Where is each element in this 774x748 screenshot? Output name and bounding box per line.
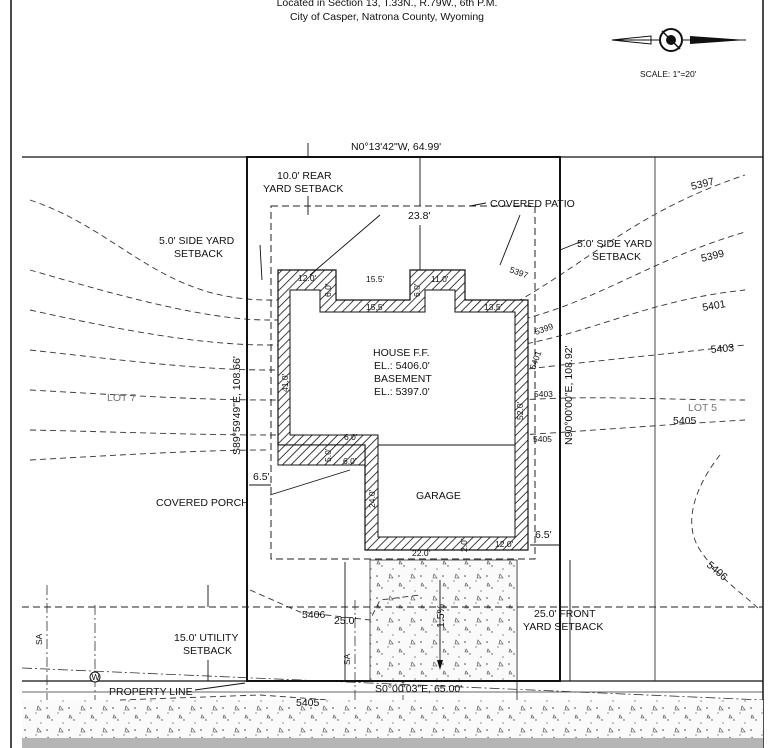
dimension-label: 15.5' (366, 302, 385, 312)
dimension-label: 6.5' (535, 529, 552, 541)
lot-7-label: LOT 7 (107, 392, 136, 404)
bottom-bar (22, 738, 763, 748)
north-arrow-icon (611, 28, 746, 52)
sanitary-line-label: SA (34, 633, 44, 645)
dimension-label: 13.5' (484, 302, 503, 312)
covered-porch-label: COVERED PORCH (156, 497, 249, 509)
dimension-label: 41.0' (280, 373, 290, 392)
dimension-label: 12.0' (495, 539, 514, 549)
covered-patio-label: COVERED PATIO (490, 198, 575, 210)
contour-label: 5397 (690, 176, 716, 193)
contour-label: 5405 (673, 415, 697, 427)
contour-label: 5399 (533, 321, 554, 337)
dimension-label: 23.8' (408, 210, 430, 222)
dimension-label: 24.0' (367, 489, 377, 508)
contour-label: 5399 (700, 248, 726, 265)
dimension-label: 52.0' (515, 401, 525, 420)
house-footprint (277, 269, 529, 551)
scale-label: SCALE: 1"=20' (640, 69, 697, 79)
property-line-label: PROPERTY LINE (109, 686, 193, 698)
contour-label: 5405 (296, 697, 320, 709)
utility-setback-label: 15.0' UTILITY (174, 632, 238, 644)
front-setback-label: 25.0' FRONT (534, 608, 596, 620)
slope-label: 1.5% (435, 604, 447, 628)
dimension-label: 2.0' (459, 538, 469, 552)
dimension-label: 6.0' (412, 283, 422, 297)
header-city: City of Casper, Natrona County, Wyoming (289, 11, 485, 23)
rear-setback-label: YARD SETBACK (263, 183, 343, 195)
contour-label: 5403 (534, 389, 553, 399)
dimension-label: 6.0' (323, 283, 333, 297)
dimension-label: 15.5' (366, 274, 385, 284)
dimension-label: 22.0' (412, 548, 431, 558)
lot-5-label: LOT 5 (688, 402, 717, 414)
header-location: Located in Section 13, T.33N., R.79W., 6… (276, 0, 498, 9)
dimension-label: 12.0' (298, 273, 317, 283)
sanitary-line-label: SA (342, 653, 352, 665)
utility-setback-label: SETBACK (183, 645, 232, 657)
south-boundary-bearing: S0°00'03"E, 65.00' (375, 683, 462, 695)
side-setback-left-label: SETBACK (174, 248, 223, 260)
rear-setback-label: 10.0' REAR (277, 170, 332, 182)
dimension-label: 6.0' (344, 432, 358, 442)
contour-label: 5406 (302, 609, 326, 621)
basement-elevation: EL.: 5397.0' (374, 386, 430, 398)
garage-label: GARAGE (416, 490, 461, 502)
side-setback-right-label: SETBACK (592, 251, 641, 263)
setback-envelope (270, 205, 536, 560)
contour-label: 5401 (701, 298, 726, 314)
dimension-label: 11.0' (431, 274, 449, 284)
west-boundary-bearing: S89°59'49"E, 108.66' (231, 356, 243, 455)
svg-text:W: W (92, 672, 100, 682)
dimension-label: 6.0' (343, 456, 357, 466)
side-setback-right-label: 5.0' SIDE YARD (577, 238, 653, 250)
house-ff-elevation: EL.: 5406.0' (374, 360, 430, 372)
dimension-label: 25.0' (334, 615, 356, 627)
contour-label: 5403 (710, 342, 734, 356)
front-setback-label: YARD SETBACK (523, 621, 603, 633)
basement-label: BASEMENT (374, 373, 432, 385)
water-valve-icon: W (89, 671, 101, 683)
side-setback-left-label: 5.0' SIDE YARD (159, 235, 235, 247)
house-label: HOUSE F.F. (373, 347, 430, 359)
contour-label: 5397 (508, 264, 529, 280)
property-boundary (246, 156, 561, 682)
north-boundary-bearing: N0°13'42"W, 64.99' (351, 141, 441, 153)
contour-label: 5405 (533, 434, 552, 444)
sidewalk (22, 700, 763, 738)
east-boundary-bearing: N90°00'00"E, 108.92' (563, 345, 575, 445)
dimension-label: 6.5' (253, 471, 270, 483)
dimension-label: 5.0' (323, 448, 333, 462)
